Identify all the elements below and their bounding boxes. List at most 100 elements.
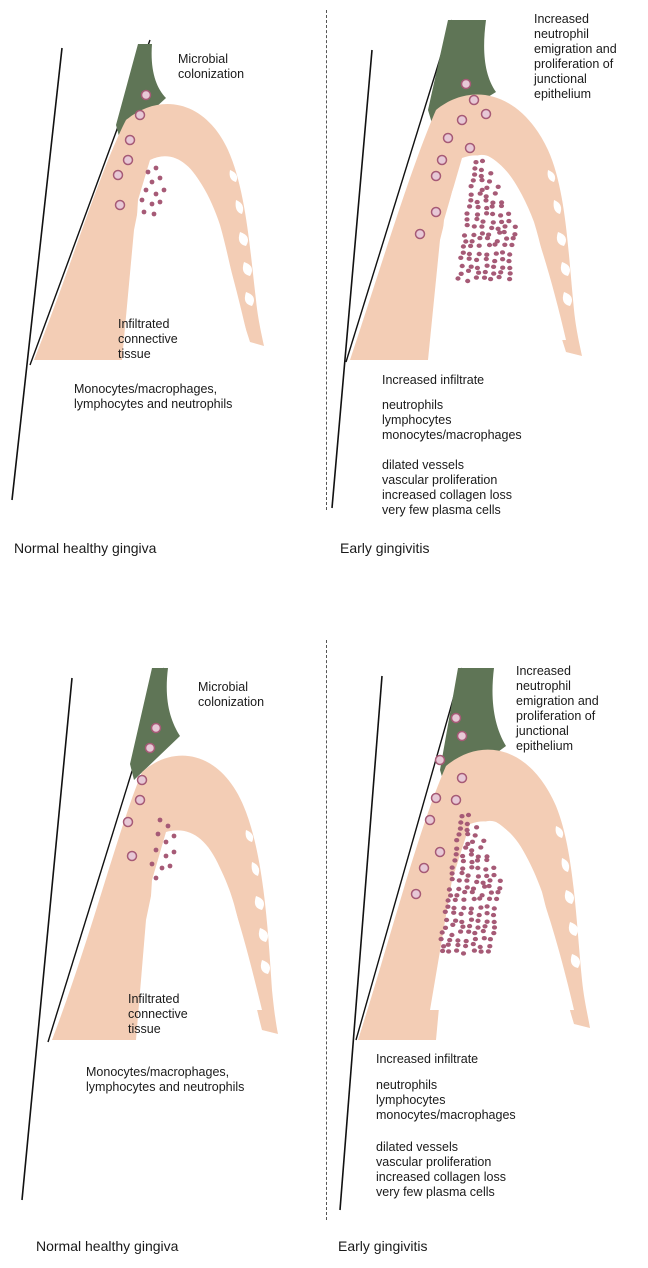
infiltrate-cell — [493, 191, 498, 195]
infiltrate-cell — [475, 200, 480, 204]
infiltrate-cell — [491, 931, 496, 935]
infiltrate-cell — [454, 838, 459, 842]
infiltrate-cell — [465, 885, 470, 889]
bottom-right-label-junctional: Increased neutrophil emigration and prol… — [516, 664, 599, 754]
infiltrate-cell — [454, 893, 459, 897]
infiltrate-cell — [496, 227, 501, 231]
infiltrate-cell — [495, 890, 500, 894]
infiltrate-cell — [484, 874, 489, 878]
infiltrate-cell — [496, 185, 501, 189]
infiltrate-cell — [481, 929, 486, 933]
bottom-right-plaque — [440, 668, 506, 790]
top-right-plaque — [428, 20, 496, 130]
infiltrate-cell — [485, 264, 490, 268]
infiltrate-cell — [512, 232, 517, 236]
bottom-panel-divider — [326, 640, 327, 1220]
infiltrate-cell — [472, 948, 477, 952]
infiltrate-cell — [484, 858, 489, 862]
top-left-connective-area — [130, 156, 246, 330]
infiltrate-cell — [485, 904, 490, 908]
infiltrate-cell — [461, 951, 466, 955]
infiltrate-cell — [475, 919, 480, 923]
infiltrate-cell — [476, 205, 481, 209]
infiltrate-cell — [498, 213, 503, 217]
infiltrate-cell — [469, 860, 474, 864]
infiltrate-cell — [475, 858, 480, 862]
top-panel-divider — [326, 10, 327, 510]
infiltrate-cell — [482, 884, 487, 888]
infiltrate-cell — [491, 913, 496, 917]
infiltrate-cell — [461, 251, 466, 255]
infiltrate-cell — [469, 865, 474, 869]
infiltrate-cell — [475, 866, 480, 870]
infiltrate-cell — [443, 910, 448, 914]
infiltrate-cell — [476, 874, 481, 878]
infiltrate-cell — [456, 887, 461, 891]
infiltrate-cell — [465, 832, 470, 836]
infiltrate-cell — [470, 840, 475, 844]
infiltrate-cell — [449, 933, 454, 937]
infiltrate-cell — [446, 898, 451, 902]
bottom-right-tooth-line-inner — [356, 668, 462, 1040]
infiltrate-cell — [491, 873, 496, 877]
infiltrate-cell — [475, 266, 480, 270]
infiltrate-cell — [460, 854, 465, 858]
infiltrate-cell — [468, 911, 473, 915]
bottom-left-plaque — [130, 668, 180, 780]
infiltrate-cell — [484, 186, 489, 190]
infiltrate-cell — [464, 217, 469, 221]
infiltrate-cell — [476, 855, 481, 859]
bottom-right-label-cell-list: neutrophils lymphocytes monocytes/macrop… — [376, 1078, 516, 1123]
infiltrate-cell — [455, 943, 460, 947]
infiltrate-cell — [460, 264, 465, 268]
infiltrate-cell — [455, 276, 460, 280]
bottom-left-tooth-line-inner — [48, 668, 164, 1042]
infiltrate-cell — [458, 256, 463, 260]
infiltrate-cell — [492, 920, 497, 924]
infiltrate-cell — [479, 949, 484, 953]
infiltrate-cell — [458, 826, 463, 830]
infiltrate-cell — [474, 880, 479, 884]
top-right-tooth-line — [332, 50, 372, 508]
infiltrate-cell — [480, 893, 485, 897]
infiltrate-cell — [467, 204, 472, 208]
infiltrate-cell — [471, 178, 476, 182]
infiltrate-cell — [494, 251, 499, 255]
infiltrate-cell — [460, 866, 465, 870]
infiltrate-cell — [441, 944, 446, 948]
infiltrate-cell — [470, 890, 475, 894]
infiltrate-cell — [473, 937, 478, 941]
top-left-rete-pegs — [230, 170, 254, 306]
bottom-left-rete-pegs — [246, 830, 270, 974]
infiltrate-cell — [440, 930, 445, 934]
infiltrate-cell — [497, 275, 502, 279]
infiltrate-cell — [477, 913, 482, 917]
infiltrate-cell — [470, 239, 475, 243]
infiltrate-cell — [506, 259, 511, 263]
infiltrate-cell — [492, 259, 497, 263]
infiltrate-cell — [508, 271, 513, 275]
infiltrate-cell — [480, 219, 485, 223]
infiltrate-cell — [447, 887, 452, 891]
infiltrate-cell — [461, 244, 466, 248]
infiltrate-cell — [484, 211, 489, 215]
top-left-infiltrate-cells — [140, 166, 167, 217]
infiltrate-cell — [450, 923, 455, 927]
infiltrate-cell — [499, 204, 504, 208]
infiltrate-cell — [479, 168, 484, 172]
top-right-gingiva — [350, 95, 582, 360]
infiltrate-cell — [491, 271, 496, 275]
infiltrate-cell — [459, 920, 464, 924]
infiltrate-cell — [443, 926, 448, 930]
infiltrate-cell — [492, 906, 497, 910]
bottom-left-connective-area — [144, 830, 262, 1010]
infiltrate-cell — [482, 936, 487, 940]
bottom-left-tooth-line — [22, 678, 72, 1200]
infiltrate-cell — [479, 178, 484, 182]
infiltrate-cell — [475, 925, 480, 929]
infiltrate-cell — [454, 948, 459, 952]
bottom-left-infiltrate-cells — [150, 818, 177, 881]
infiltrate-cell — [460, 925, 465, 929]
infiltrate-cell — [483, 198, 488, 202]
infiltrate-cell — [479, 174, 484, 178]
